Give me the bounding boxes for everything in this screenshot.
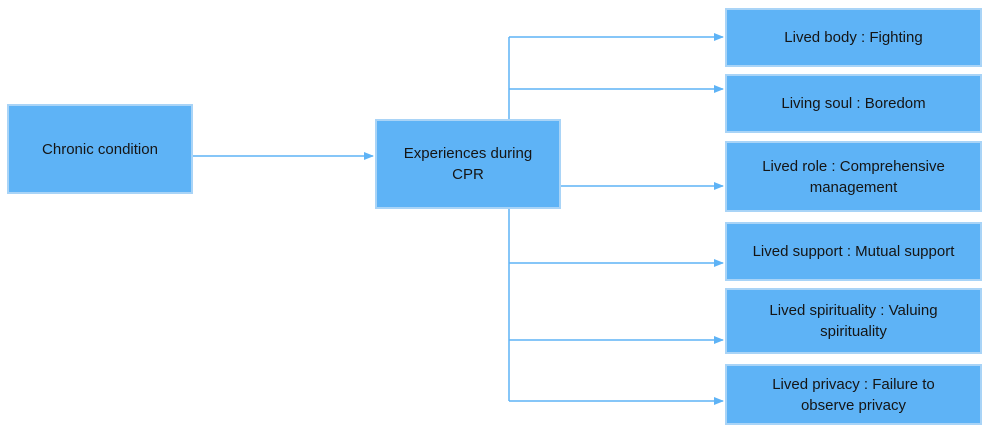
node-label: Experiences during CPR (403, 145, 533, 183)
node-label: Living soul : Boredom (781, 95, 926, 112)
node-lived-role: Lived role : Comprehensive management (725, 141, 982, 212)
node-label: Lived role : Comprehensive management (762, 157, 945, 196)
node-label: Lived spirituality : Valuing spiritualit… (769, 302, 938, 340)
node-label: Lived support : Mutual support (752, 243, 955, 260)
node-lived-support: Lived support : Mutual support (725, 222, 982, 281)
node-label: Lived privacy : Failure to observe priva… (772, 375, 935, 414)
node-lived-body: Lived body : Fighting (725, 8, 982, 67)
node-living-soul: Living soul : Boredom (725, 74, 982, 133)
node-chronic-condition: Chronic condition (7, 104, 193, 194)
node-lived-spirituality: Lived spirituality : Valuing spiritualit… (725, 288, 982, 354)
node-lived-privacy: Lived privacy : Failure to observe priva… (725, 364, 982, 425)
node-experiences-during-cpr: Experiences during CPR (375, 119, 561, 209)
node-label: Chronic condition (42, 140, 158, 158)
node-label: Lived body : Fighting (784, 29, 923, 46)
